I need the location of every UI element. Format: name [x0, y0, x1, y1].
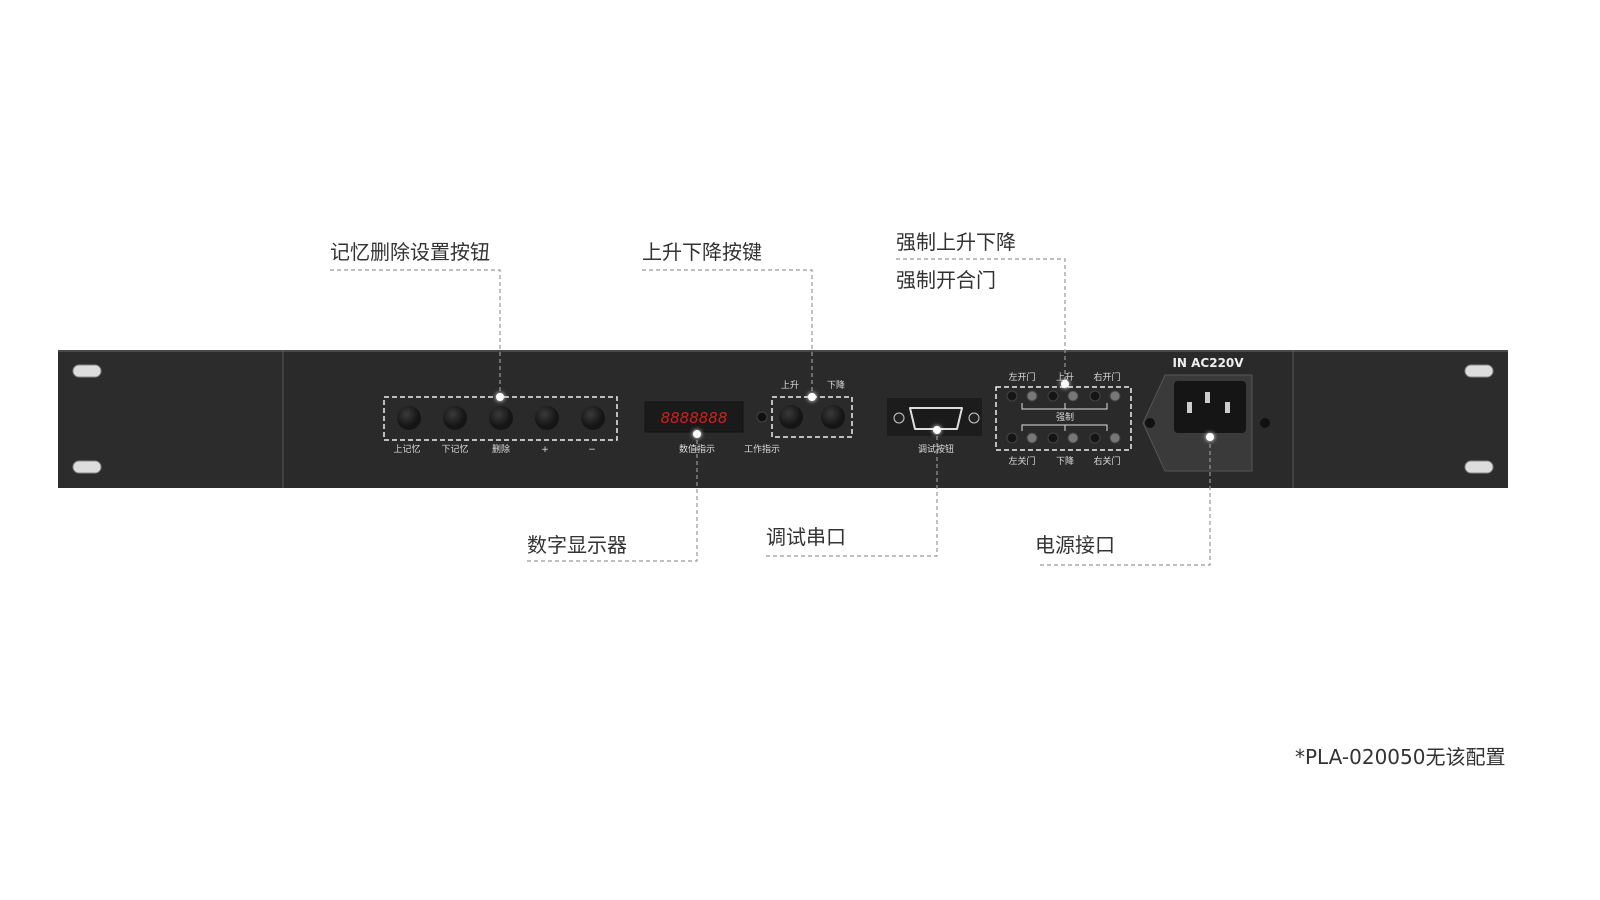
force-switch[interactable] [1026, 390, 1038, 402]
delete-button[interactable] [489, 406, 513, 430]
minus-button[interactable] [581, 406, 605, 430]
callout-force-up-down: 强制上升下降 [896, 230, 1016, 254]
force-control-group: 左开门 上升 右开门 强制 左关门 下降 右关门 [995, 371, 1132, 467]
force-label: 右开门 [1093, 371, 1120, 383]
button-label: 删除 [492, 443, 510, 455]
callout-force-open-close: 强制开合门 [896, 268, 996, 292]
power-inlet: IN AC220V [1142, 356, 1270, 472]
force-switch[interactable] [1006, 432, 1018, 444]
button-label: + [541, 445, 549, 455]
force-switch[interactable] [1109, 390, 1121, 402]
force-label: 下降 [1056, 455, 1074, 467]
force-label: 右关门 [1093, 455, 1120, 467]
down-label: 下降 [827, 379, 845, 391]
force-switch[interactable] [1067, 432, 1079, 444]
force-switch[interactable] [1067, 390, 1079, 402]
leader-lines [330, 258, 1214, 566]
callout-memory-buttons: 记忆删除设置按钮 [330, 240, 490, 264]
force-switch[interactable] [1089, 390, 1101, 402]
work-indicator-led [756, 411, 768, 423]
mounting-holes [72, 364, 1494, 474]
force-switch[interactable] [1109, 432, 1121, 444]
digital-display: 8888888 数值指示 工作指示 [644, 401, 780, 455]
up-down-group: 上升 下降 [771, 379, 853, 438]
memory-up-button[interactable] [397, 406, 421, 430]
debug-label: 调试按钮 [918, 443, 954, 455]
button-label: − [588, 445, 596, 455]
force-label: 强制 [1056, 411, 1074, 423]
callout-digital-display: 数字显示器 [527, 533, 627, 557]
up-label: 上升 [781, 380, 799, 391]
memory-down-button[interactable] [443, 406, 467, 430]
plus-button[interactable] [535, 406, 559, 430]
callout-up-down-keys: 上升下降按键 [642, 240, 762, 264]
iec-socket[interactable] [1174, 381, 1246, 433]
button-label: 下记忆 [441, 443, 468, 455]
down-button[interactable] [821, 405, 845, 429]
force-switch[interactable] [1026, 432, 1038, 444]
footnote: *PLA-020050无该配置 [1295, 745, 1505, 769]
force-switch[interactable] [1089, 432, 1101, 444]
force-switch[interactable] [1047, 390, 1059, 402]
force-switch[interactable] [1006, 390, 1018, 402]
force-label: 左开门 [1008, 371, 1035, 383]
callout-power-port: 电源接口 [1035, 533, 1115, 557]
force-label: 左关门 [1008, 455, 1035, 467]
work-indicator-label: 工作指示 [744, 443, 780, 455]
force-switch[interactable] [1047, 432, 1059, 444]
button-label: 上记忆 [393, 443, 420, 455]
up-button[interactable] [779, 405, 803, 429]
debug-serial-port[interactable]: 调试按钮 [887, 398, 982, 455]
callout-debug-serial: 调试串口 [766, 525, 846, 549]
power-label: IN AC220V [1172, 356, 1244, 370]
display-digits: 8888888 [661, 409, 728, 427]
